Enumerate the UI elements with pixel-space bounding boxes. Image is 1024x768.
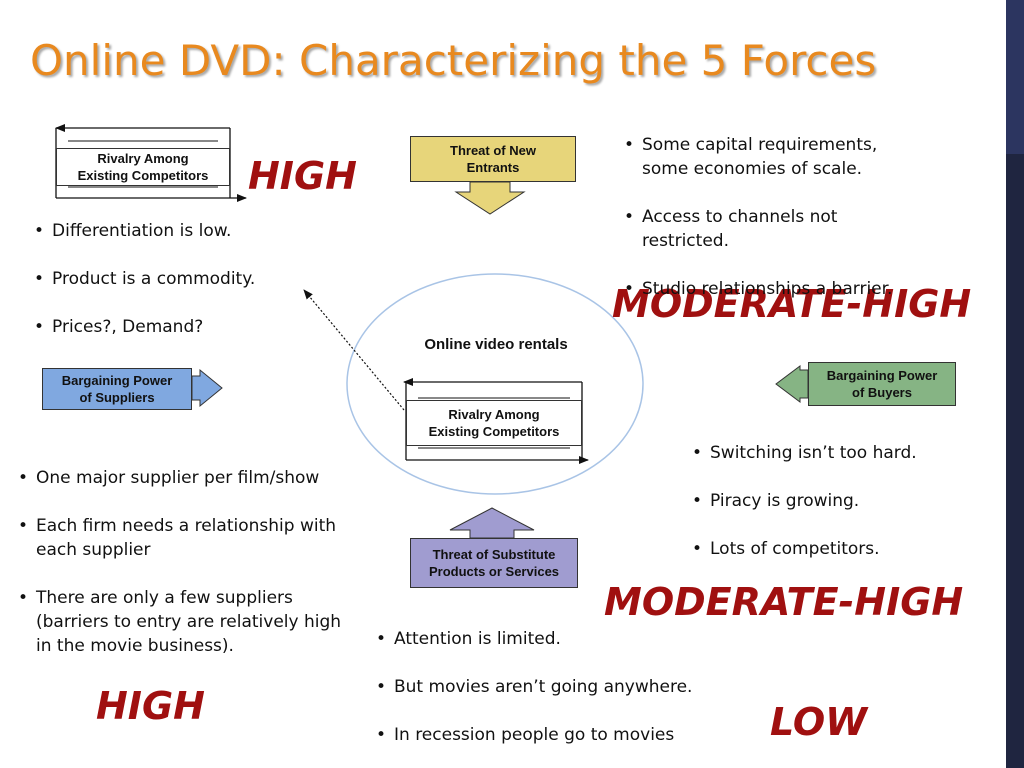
rivalry-rating: HIGH xyxy=(248,154,357,198)
rivalry-label-line1: Rivalry Among xyxy=(97,151,189,166)
list-item: One major supplier per film/show xyxy=(12,466,376,490)
list-item: Lots of competitors. xyxy=(686,537,986,561)
rivalry-center-label-line2: Existing Competitors xyxy=(428,424,560,439)
list-item: Differentiation is low. xyxy=(28,219,328,243)
buyers-box: Bargaining Power of Buyers xyxy=(808,362,956,406)
rivalry-loop-arrows-center xyxy=(403,378,589,464)
slide-edge-bar-accent xyxy=(1006,0,1024,154)
list-item: Access to channels not restricted. xyxy=(618,205,908,253)
suppliers-arrow xyxy=(191,368,223,408)
buyers-rating: MODERATE-HIGH xyxy=(604,580,964,624)
suppliers-bullets: One major supplier per film/show Each fi… xyxy=(12,466,376,658)
substitutes-bullets: Attention is limited. But movies aren’t … xyxy=(370,627,770,747)
slide-edge-line xyxy=(1004,0,1006,768)
list-item: In recession people go to movies xyxy=(370,723,770,747)
buyers-bullets: Switching isn’t too hard. Piracy is grow… xyxy=(686,441,986,561)
slide-title: Online DVD: Characterizing the 5 Forces xyxy=(30,36,877,85)
entrants-label-line1: Threat of New xyxy=(450,143,536,158)
substitutes-label-line1: Threat of Substitute xyxy=(432,547,556,562)
slide-edge-bar xyxy=(1006,0,1024,768)
rivalry-bullets: Differentiation is low. Product is a com… xyxy=(28,219,328,339)
buyers-label-line2: of Buyers xyxy=(852,385,912,400)
list-item: But movies aren’t going anywhere. xyxy=(370,675,770,699)
list-item: Product is a commodity. xyxy=(28,267,328,291)
rivalry-center-label-line1: Rivalry Among xyxy=(448,407,540,422)
entrants-label-line2: Entrants xyxy=(466,160,520,175)
list-item: Prices?, Demand? xyxy=(28,315,328,339)
list-item: Each firm needs a relationship with each… xyxy=(12,514,336,562)
suppliers-rating: HIGH xyxy=(96,684,205,728)
buyers-arrow xyxy=(775,365,809,403)
list-item: Switching isn’t too hard. xyxy=(686,441,986,465)
list-item: Some capital requirements, some economie… xyxy=(618,133,908,181)
rivalry-label-line2: Existing Competitors xyxy=(77,168,209,183)
substitutes-label-line2: Products or Services xyxy=(428,564,560,579)
list-item: Studio relationships a barrier. xyxy=(618,277,908,301)
market-circle xyxy=(346,273,644,495)
suppliers-label-line1: Bargaining Power xyxy=(61,373,173,388)
substitutes-arrow xyxy=(449,507,535,539)
substitutes-rating: LOW xyxy=(770,700,868,744)
buyers-label-line1: Bargaining Power xyxy=(826,368,938,383)
center-market-label: Online video rentals xyxy=(424,336,568,353)
suppliers-label-line2: of Suppliers xyxy=(79,390,155,405)
list-item: There are only a few suppliers (barriers… xyxy=(12,586,356,658)
suppliers-box: Bargaining Power of Suppliers xyxy=(42,368,192,410)
list-item: Piracy is growing. xyxy=(686,489,986,513)
entrants-bullets: Some capital requirements, some economie… xyxy=(618,133,908,301)
entrants-arrow xyxy=(454,181,526,215)
list-item: Attention is limited. xyxy=(370,627,770,651)
